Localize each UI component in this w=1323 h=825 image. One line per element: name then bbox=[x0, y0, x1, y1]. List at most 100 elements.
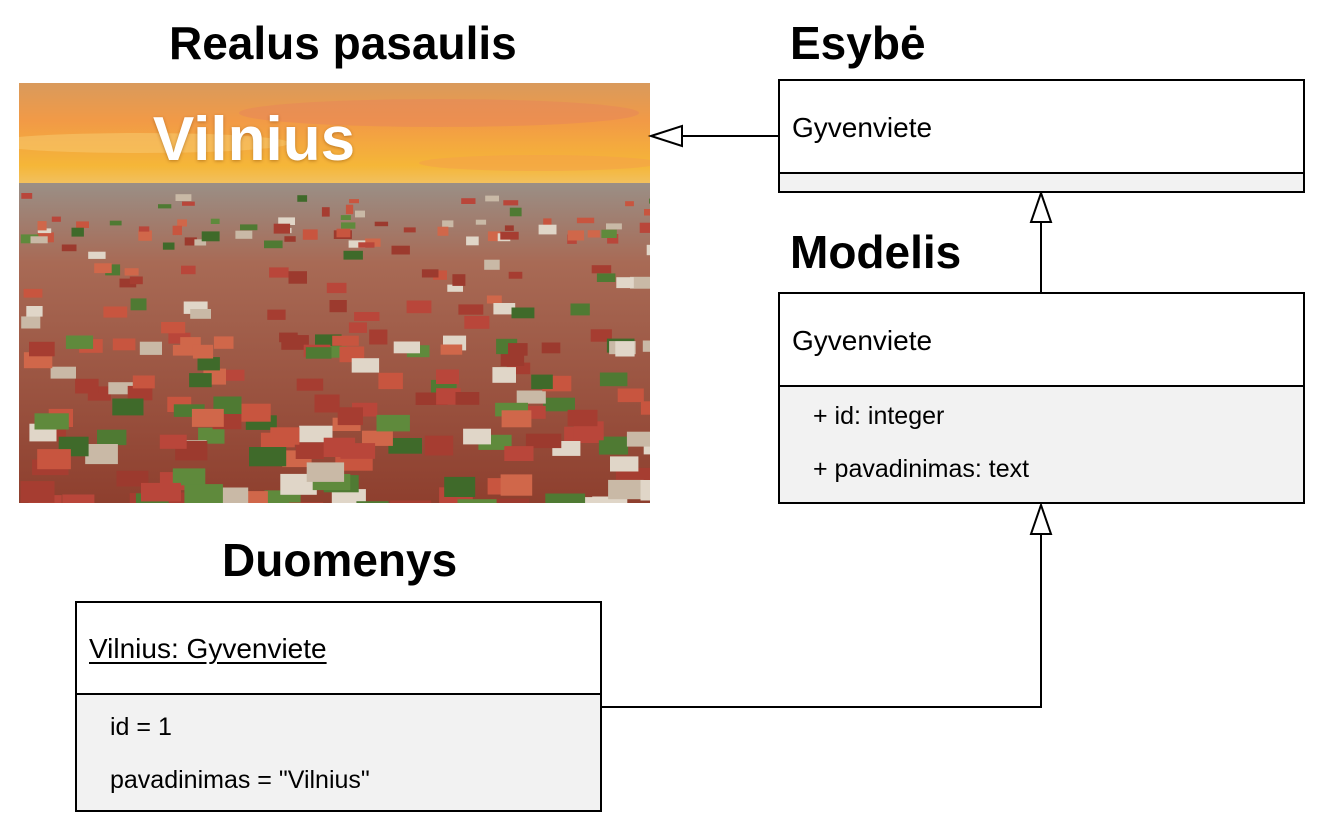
rooftop bbox=[181, 265, 196, 275]
tree-patch bbox=[20, 234, 39, 244]
tree-patch bbox=[71, 227, 84, 237]
real-world-heading: Realus pasaulis bbox=[169, 17, 517, 69]
rooftop bbox=[504, 446, 534, 461]
rooftop bbox=[85, 444, 118, 465]
rooftop bbox=[23, 288, 43, 298]
rooftop bbox=[504, 225, 514, 231]
tree-patch bbox=[130, 298, 147, 311]
rooftop bbox=[270, 427, 300, 445]
rooftop bbox=[103, 306, 128, 318]
rooftop bbox=[345, 204, 354, 215]
rooftop bbox=[616, 277, 634, 289]
rooftop bbox=[20, 481, 55, 503]
rooftop bbox=[190, 309, 211, 319]
rooftop bbox=[447, 284, 463, 292]
model-class-name: Gyvenviete bbox=[792, 325, 933, 356]
vilnius-city-photo: Vilnius bbox=[19, 83, 650, 503]
tree-patch bbox=[598, 436, 629, 455]
rooftop bbox=[625, 201, 634, 207]
tree-patch bbox=[457, 499, 497, 503]
tree-patch bbox=[34, 413, 69, 430]
rooftop bbox=[21, 193, 33, 199]
rooftop bbox=[192, 344, 214, 359]
tree-patch bbox=[376, 414, 410, 432]
rooftop bbox=[288, 271, 307, 284]
rooftop bbox=[163, 492, 203, 503]
model-attribute: + pavadinimas: text bbox=[813, 455, 1030, 483]
rooftop bbox=[177, 219, 187, 227]
rooftop bbox=[640, 401, 650, 415]
rooftop bbox=[287, 335, 308, 347]
rooftop bbox=[348, 322, 367, 333]
rooftop bbox=[182, 201, 195, 206]
rooftop bbox=[76, 221, 89, 228]
rooftop bbox=[607, 234, 619, 244]
tree-patch bbox=[240, 224, 258, 231]
data-object-name: Vilnius: Gyvenviete bbox=[89, 633, 327, 664]
rooftop bbox=[484, 259, 500, 270]
rooftop bbox=[406, 300, 432, 314]
data-attribute: pavadinimas = "Vilnius" bbox=[110, 766, 370, 794]
rooftop bbox=[284, 236, 296, 242]
rooftop bbox=[213, 336, 234, 349]
rooftop bbox=[644, 209, 650, 216]
tree-patch bbox=[543, 397, 575, 412]
tree-patch bbox=[97, 429, 127, 446]
rooftop bbox=[390, 500, 432, 503]
photo-title: Vilnius bbox=[152, 105, 356, 174]
rooftop bbox=[378, 372, 403, 390]
rooftop bbox=[617, 388, 644, 403]
rooftop bbox=[576, 217, 595, 224]
rooftop bbox=[403, 227, 416, 233]
tree-patch bbox=[210, 218, 220, 224]
rooftop bbox=[138, 230, 152, 241]
rooftop bbox=[184, 237, 197, 246]
tree-patch bbox=[249, 447, 287, 467]
rooftop bbox=[323, 437, 356, 457]
rooftop bbox=[506, 362, 531, 375]
entity-attributes-compartment bbox=[780, 172, 1303, 191]
rooftop bbox=[442, 220, 454, 228]
rooftop bbox=[348, 240, 366, 248]
tree-patch bbox=[189, 373, 212, 388]
rooftop bbox=[296, 378, 324, 391]
tree-patch bbox=[201, 231, 220, 242]
rooftop bbox=[615, 341, 635, 357]
rooftop bbox=[112, 338, 136, 351]
tree-patch bbox=[341, 222, 356, 229]
rooftop bbox=[336, 228, 351, 238]
rooftop bbox=[433, 270, 447, 280]
model-heading: Modelis bbox=[790, 226, 962, 278]
data-object-box: Vilnius: Gyvenviete id = 1 pavadinimas =… bbox=[75, 601, 602, 812]
rooftop bbox=[464, 315, 490, 329]
rooftop bbox=[500, 231, 519, 240]
rooftop bbox=[458, 304, 484, 315]
rooftop bbox=[321, 207, 330, 217]
rooftop bbox=[463, 428, 491, 445]
tree-patch bbox=[356, 501, 389, 503]
rooftop bbox=[239, 403, 271, 422]
rooftop bbox=[567, 409, 598, 427]
rooftop bbox=[108, 382, 134, 395]
tree-patch bbox=[545, 493, 586, 503]
tree-patch bbox=[162, 242, 175, 250]
rooftop bbox=[278, 217, 295, 225]
rooftop bbox=[543, 218, 552, 226]
rooftop bbox=[194, 239, 207, 246]
rooftop bbox=[541, 342, 561, 354]
rooftop bbox=[214, 369, 245, 381]
rooftop bbox=[37, 449, 71, 470]
rooftop bbox=[587, 230, 600, 238]
rooftop bbox=[302, 229, 318, 240]
rooftop bbox=[88, 251, 106, 259]
rooftop bbox=[525, 433, 562, 449]
rooftop bbox=[354, 312, 380, 321]
rooftop bbox=[127, 385, 153, 401]
data-heading: Duomenys bbox=[222, 534, 458, 586]
tree-patch bbox=[601, 229, 617, 238]
tree-patch bbox=[388, 438, 422, 454]
rooftop bbox=[630, 276, 650, 289]
rooftop bbox=[487, 231, 501, 242]
rooftop bbox=[501, 410, 532, 428]
rooftop bbox=[491, 498, 530, 503]
